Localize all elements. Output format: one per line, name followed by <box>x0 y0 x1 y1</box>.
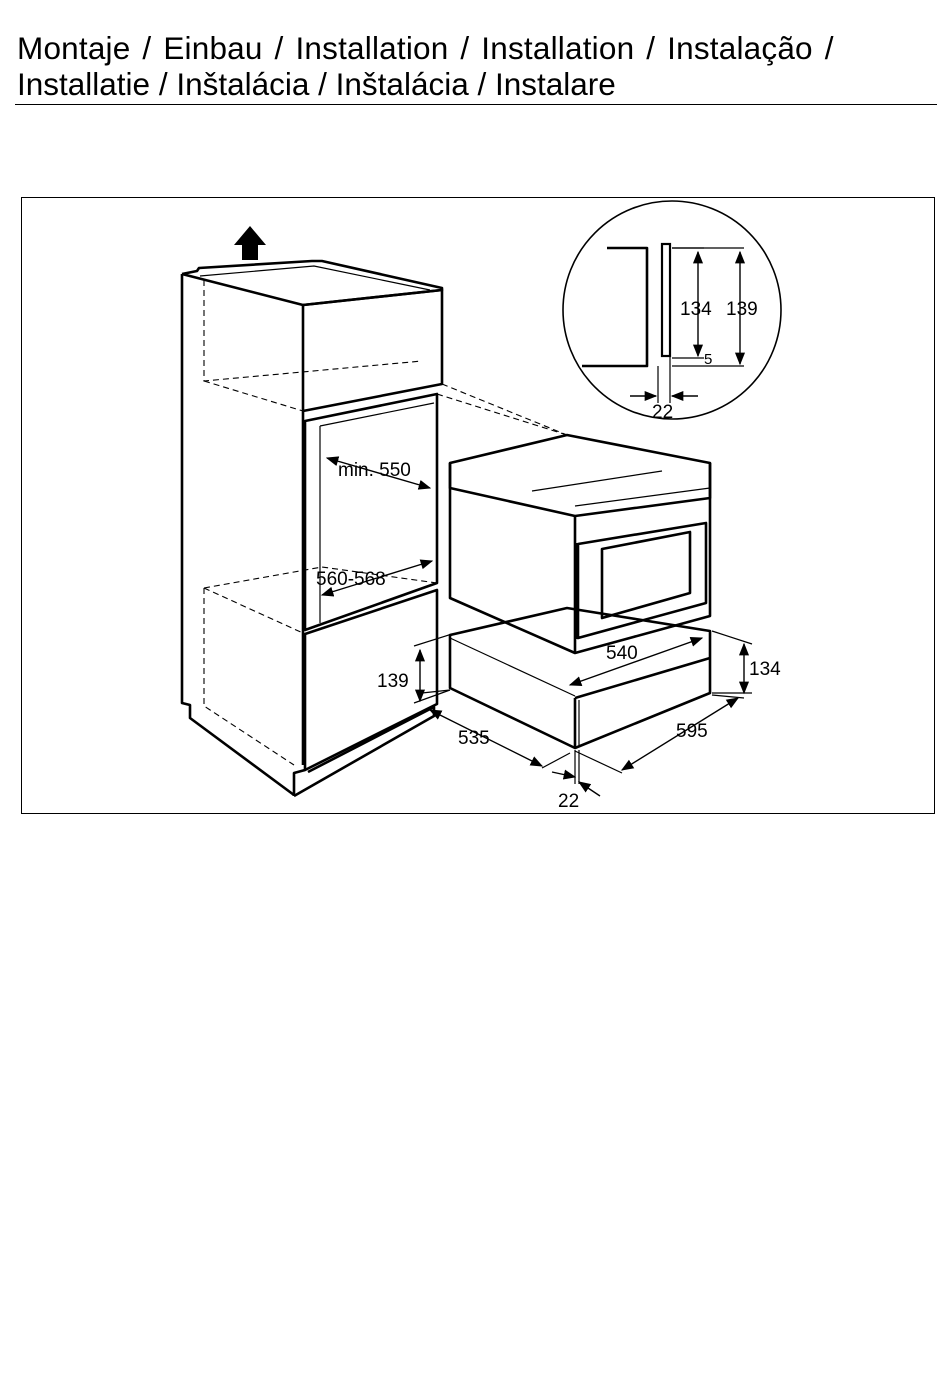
installation-diagram-frame: min. 550 560-568 540 <box>21 197 935 814</box>
dimension-595: 595 <box>575 695 744 773</box>
label-139-detail: 139 <box>726 299 758 320</box>
heading-line-1: Montaje / Einbau / Installation / Instal… <box>17 30 937 66</box>
label-5-detail: 5 <box>704 351 712 368</box>
dimension-540: 540 <box>570 638 702 685</box>
detail-callout: 134 139 5 22 <box>563 201 781 423</box>
label-595: 595 <box>676 721 708 742</box>
page-heading: Montaje / Einbau / Installation / Instal… <box>17 30 937 102</box>
compact-appliance <box>450 435 710 653</box>
dimension-139-niche: 139 <box>377 634 452 703</box>
label-560-568: 560-568 <box>316 569 386 590</box>
label-134-detail: 134 <box>680 299 712 320</box>
heading-line-2: Installatie / Inštalácia / Inštalácia / … <box>17 66 937 102</box>
dimension-134-drawer: 134 <box>712 631 781 693</box>
label-535: 535 <box>458 728 490 749</box>
ventilation-arrow-icon <box>234 226 266 260</box>
heading-rule <box>15 104 937 105</box>
label-22-front: 22 <box>558 791 579 812</box>
label-134-drawer: 134 <box>749 659 781 680</box>
dimension-min-550: min. 550 <box>327 458 430 488</box>
label-139-niche: 139 <box>377 671 409 692</box>
label-min-550: min. 550 <box>338 460 411 481</box>
warming-drawer <box>450 608 710 748</box>
dimension-535: 535 <box>422 690 570 768</box>
installation-diagram: min. 550 560-568 540 <box>22 198 934 813</box>
label-540: 540 <box>606 643 638 664</box>
label-22-detail: 22 <box>652 402 673 423</box>
